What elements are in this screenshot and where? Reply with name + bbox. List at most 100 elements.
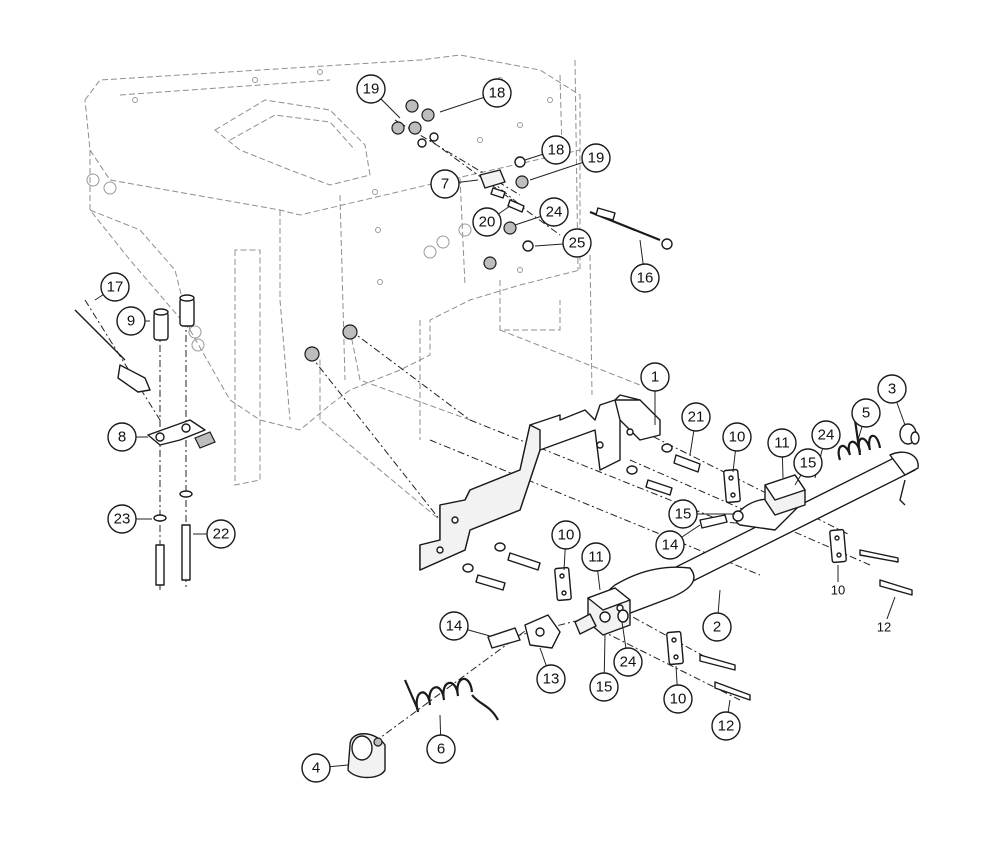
callout-c10c: 10 xyxy=(828,582,848,598)
callout-circle-c17 xyxy=(100,272,130,302)
callout-circle-c24c xyxy=(613,647,643,677)
callout-circle-c15a xyxy=(793,448,823,478)
callout-circle-c11a xyxy=(767,428,797,458)
callout-label-c15c: 15 xyxy=(596,679,613,696)
callout-c25: 25 xyxy=(562,228,592,258)
cable-bracket xyxy=(479,169,506,189)
callout-circle-c14b xyxy=(439,611,469,641)
callout-c19b: 19 xyxy=(581,143,611,173)
callout-label-c14a: 14 xyxy=(662,537,679,554)
plate-10c xyxy=(829,528,847,564)
cable-17 xyxy=(74,309,151,393)
callout-bg-c12a xyxy=(874,619,894,635)
callout-circle-c5 xyxy=(851,398,881,428)
callout-circle-c10b xyxy=(551,520,581,550)
callout-circle-c18a xyxy=(482,78,512,108)
callout-c2: 2 xyxy=(702,612,732,642)
callout-c20: 20 xyxy=(472,207,502,237)
callout-circle-c10a xyxy=(722,422,752,452)
callout-label-c24c: 24 xyxy=(620,654,637,671)
callout-c3: 3 xyxy=(877,374,907,404)
callout-label-c17: 17 xyxy=(107,279,124,296)
callout-label-c5: 5 xyxy=(862,405,870,422)
callout-c6: 6 xyxy=(426,734,456,764)
callout-label-c11a: 11 xyxy=(774,435,790,452)
cable-16 xyxy=(589,207,673,250)
spring-5 xyxy=(837,419,882,461)
cam-part xyxy=(524,614,561,649)
callout-label-c8: 8 xyxy=(118,429,126,446)
callout-circle-c19b xyxy=(581,143,611,173)
callout-label-c15b: 15 xyxy=(675,506,692,523)
callout-label-c18a: 18 xyxy=(489,85,506,102)
callout-c5: 5 xyxy=(851,398,881,428)
callout-c12a: 12 xyxy=(874,619,894,635)
sleeve-9 xyxy=(153,294,195,341)
callout-label-c16: 16 xyxy=(637,270,654,287)
callout-label-c22: 22 xyxy=(213,526,230,543)
callout-label-c23: 23 xyxy=(114,511,131,528)
bushing-lower xyxy=(574,609,629,635)
callout-label-c24a: 24 xyxy=(546,204,563,221)
plate-10b xyxy=(554,566,572,602)
callout-label-c15a: 15 xyxy=(800,455,817,472)
callout-c8: 8 xyxy=(107,422,137,452)
callout-circle-c1 xyxy=(640,362,670,392)
callout-circle-c18b xyxy=(541,135,571,165)
callout-circle-c16 xyxy=(630,263,660,293)
callout-c24a: 24 xyxy=(539,197,569,227)
callout-label-c4: 4 xyxy=(312,760,320,777)
callout-c24b: 24 xyxy=(811,420,841,450)
callout-label-c9: 9 xyxy=(127,313,135,330)
callout-c14b: 14 xyxy=(439,611,469,641)
callout-c17: 17 xyxy=(100,272,130,302)
callout-circle-c9 xyxy=(116,306,146,336)
callout-circle-c8 xyxy=(107,422,137,452)
mounting-bracket xyxy=(419,394,661,571)
callout-label-c1: 1 xyxy=(651,369,659,386)
pedal-pad-4 xyxy=(347,733,386,779)
callout-circle-c2 xyxy=(702,612,732,642)
callout-circle-c24a xyxy=(539,197,569,227)
callout-c15b: 15 xyxy=(668,499,698,529)
callout-label-c6: 6 xyxy=(437,741,445,758)
callout-label-c10c: 10 xyxy=(831,583,845,598)
callout-label-c10d: 10 xyxy=(670,691,687,708)
callout-circle-c13 xyxy=(536,664,566,694)
callout-c14a: 14 xyxy=(655,530,685,560)
callout-circle-c11b xyxy=(581,542,611,572)
plate-10a xyxy=(723,468,741,504)
callout-c15a: 15 xyxy=(793,448,823,478)
callout-circle-c15c xyxy=(589,672,619,702)
callout-label-c20: 20 xyxy=(479,214,496,231)
callout-circle-c10d xyxy=(663,684,693,714)
callout-circle-c24b xyxy=(811,420,841,450)
callout-c24c: 24 xyxy=(613,647,643,677)
callout-label-c2: 2 xyxy=(713,619,721,636)
callout-circle-c4 xyxy=(301,753,331,783)
nuts-upper xyxy=(304,99,534,362)
callout-label-c10a: 10 xyxy=(729,429,746,446)
callout-c10b: 10 xyxy=(551,520,581,550)
callout-circle-c22 xyxy=(206,519,236,549)
callout-c23: 23 xyxy=(107,504,137,534)
callout-bg-c10c xyxy=(828,582,848,598)
callout-label-c24b: 24 xyxy=(818,427,835,444)
spring-6 xyxy=(403,677,499,721)
callout-c18b: 18 xyxy=(541,135,571,165)
callout-label-c12b: 12 xyxy=(718,718,735,735)
knob-3 xyxy=(899,423,920,445)
clamp-8 xyxy=(147,419,216,449)
callout-circle-c21 xyxy=(681,402,711,432)
callout-c1: 1 xyxy=(640,362,670,392)
callout-c21: 21 xyxy=(681,402,711,432)
callout-label-c19a: 19 xyxy=(363,81,380,98)
callout-label-c25: 25 xyxy=(569,235,586,252)
callout-c7: 7 xyxy=(430,169,460,199)
callout-label-c14b: 14 xyxy=(446,618,463,635)
callout-circle-c19a xyxy=(356,74,386,104)
callout-c11a: 11 xyxy=(767,428,797,458)
callout-c10d: 10 xyxy=(663,684,693,714)
